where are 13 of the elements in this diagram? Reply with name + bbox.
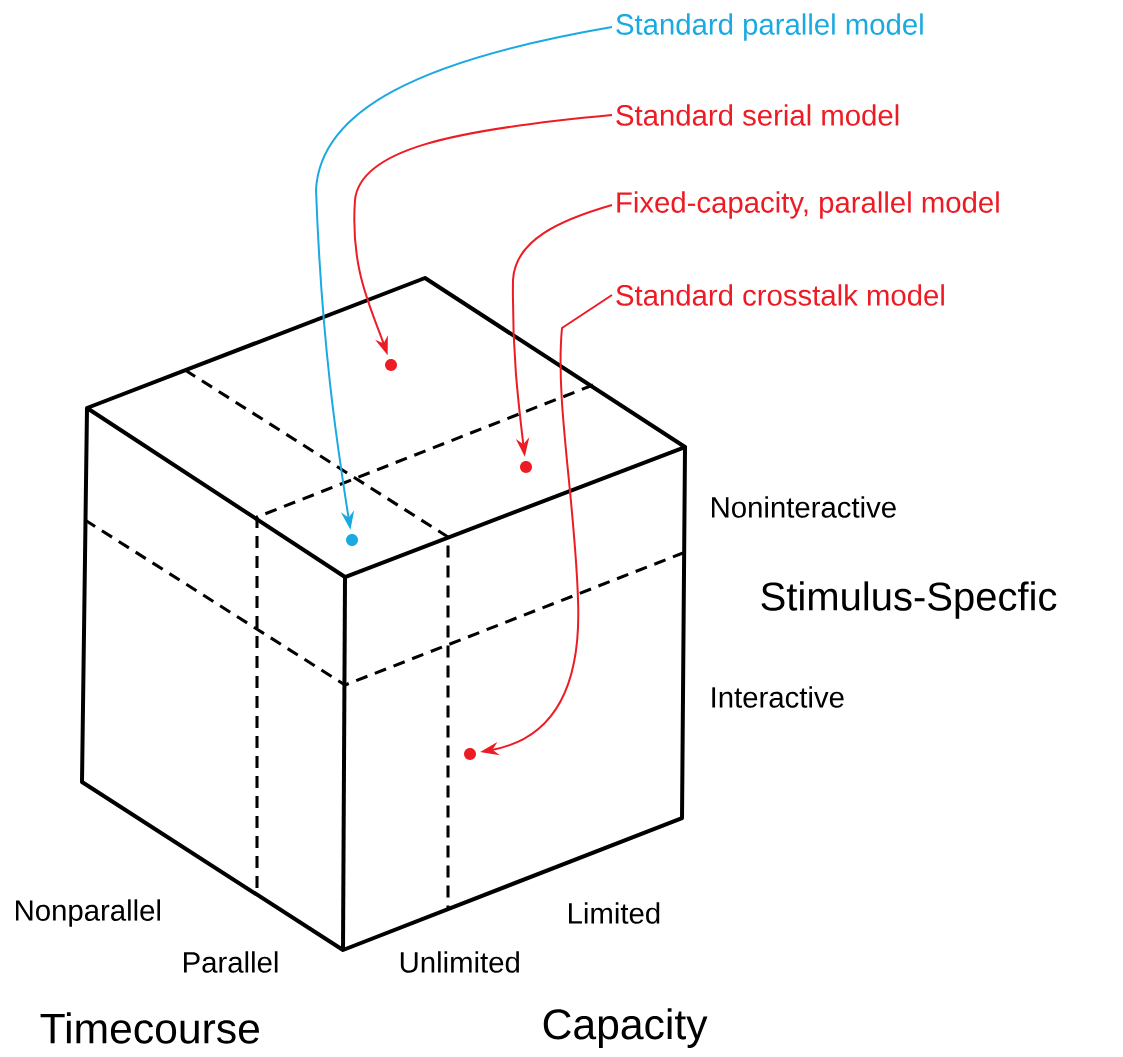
level-label: Nonparallel (16, 899, 160, 927)
model-label: Standard parallel model (616, 13, 923, 41)
level-label: Interactive (712, 686, 844, 708)
model-label: Fixed-capacity, parallel model (617, 191, 999, 219)
level-label: Parallel (184, 951, 278, 973)
axis-label: Timecourse (40, 1012, 259, 1044)
level-label: Limited (569, 902, 660, 924)
axis-label: Stimulus-Specfic (761, 581, 1057, 619)
level-label: Unlimited (400, 951, 519, 973)
model-label: Standard serial model (616, 104, 899, 126)
axis-label: Capacity (543, 1008, 708, 1048)
model-label: Standard crosstalk model (616, 284, 944, 306)
level-label: Noninteractive (712, 496, 896, 518)
